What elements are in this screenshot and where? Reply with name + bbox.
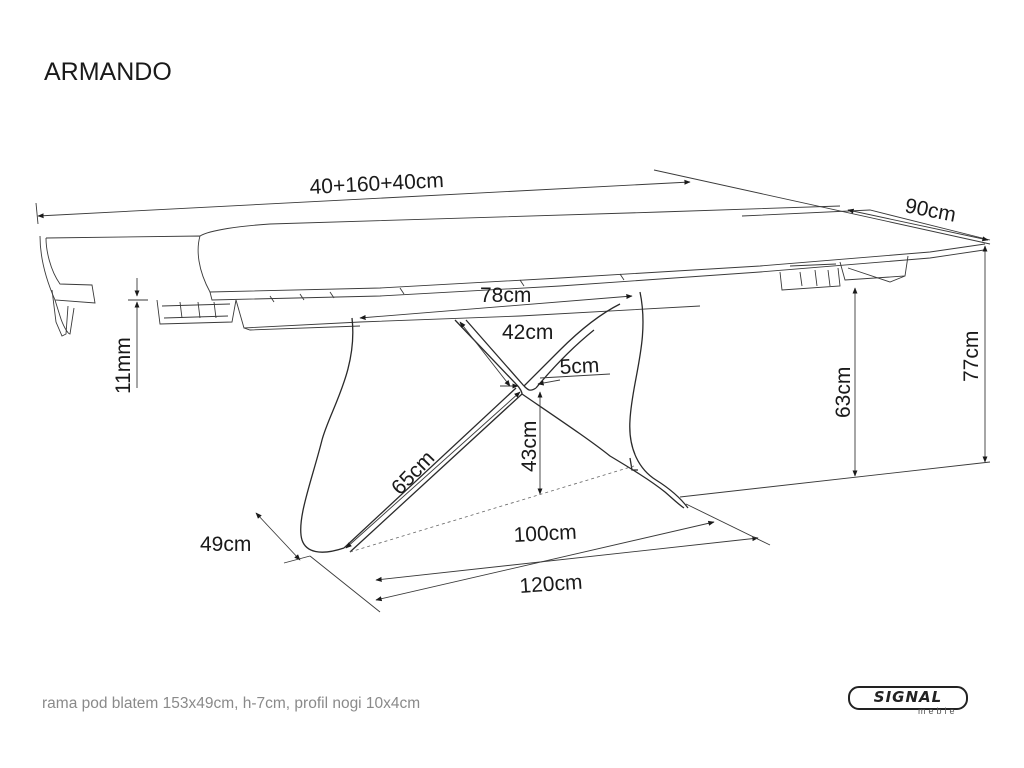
dim-height-total-label: 77cm	[960, 331, 983, 382]
dim-lower-height-label: 43cm	[518, 421, 541, 472]
dim-base-outer-label: 120cm	[519, 571, 583, 598]
dim-gap-label: 5cm	[559, 354, 600, 379]
logo-wordmark: SIGNAL	[873, 688, 943, 706]
signal-logo: SIGNAL meble	[848, 686, 968, 720]
dim-length-label: 40+160+40cm	[309, 169, 444, 199]
dim-leg-diagonal-label: 65cm	[387, 447, 439, 500]
frame-spec-note: rama pod blatem 153x49cm, h-7cm, profil …	[42, 695, 421, 712]
dim-top-thickness-label: 11mm	[112, 337, 135, 394]
product-title: ARMANDO	[44, 58, 172, 86]
logo-outline	[848, 686, 968, 710]
dim-depth-label: 90cm	[903, 194, 958, 226]
dim-base-inner-label: 100cm	[513, 521, 577, 547]
dimension-lines	[35, 169, 991, 613]
table-top	[39, 205, 991, 337]
logo-subtitle: meble	[918, 706, 958, 716]
dim-inner-span-label: 42cm	[502, 321, 553, 344]
table-base	[300, 291, 689, 553]
dim-top-span-label: 78cm	[480, 284, 531, 307]
dim-base-depth-label: 49cm	[200, 533, 251, 556]
dim-height-frame-label: 63cm	[832, 367, 855, 418]
